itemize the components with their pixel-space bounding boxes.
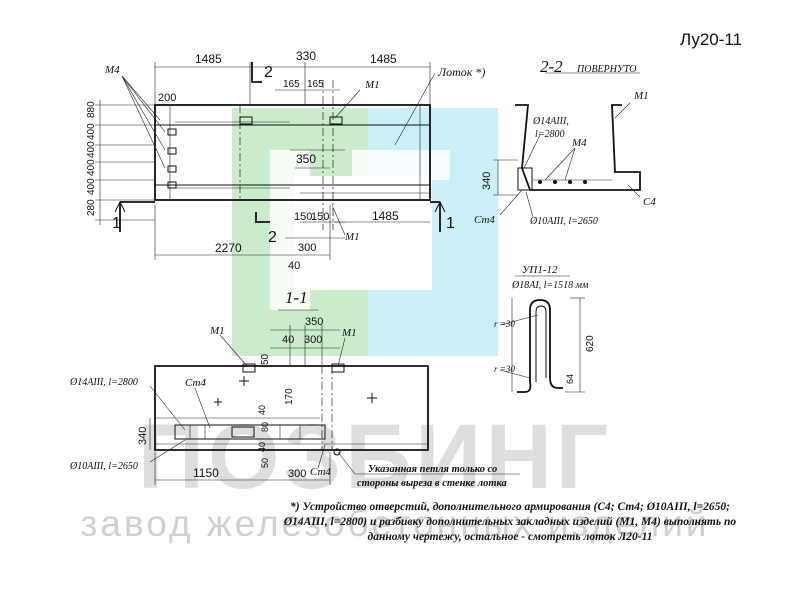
- section-2-2-bar14: Ø14АIII,: [532, 116, 569, 127]
- section-2-2-bar14-len: l=2800: [535, 129, 565, 140]
- plan-dim-350: 350: [296, 152, 316, 166]
- plan-dim-150-2: 150: [311, 211, 329, 223]
- watermark-logo: [232, 108, 498, 356]
- loop-title: УП1-12: [522, 264, 558, 276]
- section-2-2-m1: М1: [633, 90, 649, 102]
- section-1-1-dim350: 350: [305, 316, 323, 328]
- plan-dim-mid-1: 165: [283, 79, 300, 90]
- section-1-1-dim50: 50: [260, 353, 271, 365]
- section-1-1-dim40-low: 40: [257, 442, 267, 452]
- section-1-1-m1-right: М1: [341, 327, 357, 339]
- plan-dim-2270: 2270: [215, 241, 242, 255]
- section-1-1-dim1150: 1150: [193, 466, 219, 480]
- section-1-1-bar14: Ø14АIII, l=2800: [69, 377, 138, 388]
- loop-r1: r =30: [494, 319, 515, 329]
- section-2-2-m4: М4: [571, 137, 587, 149]
- svg-text:400: 400: [86, 159, 97, 176]
- section-2-2-subtitle: ПОВЕРНУТО: [576, 64, 637, 75]
- footnote-line-2: Ø14АIII, l=2800) и разбивку дополнительн…: [283, 516, 737, 528]
- loop-r2: r =30: [494, 364, 515, 374]
- loop-spec: Ø18АI, l=1518 мм: [511, 280, 589, 291]
- loop-dim64: 64: [565, 374, 575, 384]
- plan-section-mark-2-top: 2: [264, 64, 273, 81]
- plan-dim-300: 300: [298, 242, 316, 254]
- plan-dim-150-1: 150: [294, 211, 312, 223]
- section-1-1-ct4-top: Ст4: [185, 377, 206, 389]
- plan-dim-top-2: 330: [296, 49, 316, 63]
- section-1-1-dim300-bottom: 300: [288, 468, 306, 480]
- section-2-2-ct4: Ст4: [474, 214, 495, 226]
- plan-dim-top-3: 1485: [370, 52, 397, 66]
- loop-note-line-1: Указанная петля только со: [368, 464, 497, 475]
- section-2-2-bar10: Ø10АIII, l=2650: [529, 216, 598, 227]
- watermark-company: завод железобетонных изделий: [80, 503, 710, 544]
- plan-dim-top-1: 1485: [195, 52, 222, 66]
- section-2-2-c4: С4: [643, 196, 656, 208]
- footnote-line-1: *) Устройство отверстий, дополнительного…: [290, 501, 730, 513]
- loop-note-line-2: стороны выреза в стенке лотка: [357, 478, 507, 489]
- plan-m1-bottom: М1: [344, 231, 360, 243]
- section-1-1-dim40-mid: 40: [257, 405, 267, 415]
- loop-dim620: 620: [585, 335, 596, 352]
- loop-detail: [499, 275, 585, 393]
- watermark-brand: ПОЗБИНГ: [138, 406, 612, 508]
- svg-text:400: 400: [86, 123, 97, 140]
- plan-left-dims: 880 400 400 400 400 280: [86, 101, 97, 216]
- plan-m4-label: М4: [104, 64, 120, 76]
- section-1-1-title: 1-1: [285, 288, 308, 307]
- section-1-1-dim40: 40: [282, 334, 294, 346]
- plan-section-mark-1-right: 1: [446, 215, 455, 232]
- svg-text:280: 280: [86, 199, 97, 216]
- drawing-code: Лу20-11: [680, 30, 743, 49]
- section-1-1: [149, 309, 520, 485]
- plan-m1-top: М1: [364, 79, 380, 91]
- plan-tray-label: Лоток *): [437, 65, 485, 79]
- svg-text:400: 400: [86, 141, 97, 158]
- plan-section-mark-2-bottom: 2: [268, 229, 277, 246]
- section-1-1-dim80: 80: [260, 422, 270, 432]
- footnote: *) Устройство отверстий, дополнительного…: [250, 500, 770, 545]
- plan-dim-40: 40: [288, 260, 300, 272]
- footnote-line-3: данному чертежу, остальное - смотреть ло…: [367, 531, 653, 543]
- section-1-1-ct4-bottom: Ст4: [310, 466, 331, 478]
- section-1-1-dim300: 300: [304, 334, 322, 346]
- section-2-2: [493, 72, 641, 218]
- section-1-1-dim50-low: 50: [260, 458, 270, 468]
- plan-view: [95, 62, 446, 260]
- section-2-2-title: 2-2: [540, 57, 563, 76]
- section-1-1-dim340: 340: [137, 427, 149, 445]
- svg-text:400: 400: [86, 178, 97, 195]
- section-1-1-m1-left: М1: [209, 325, 225, 337]
- plan-dim-1485-right: 1485: [372, 209, 399, 223]
- plan-dim-mid-2: 165: [307, 79, 324, 90]
- plan-dim-200: 200: [158, 92, 176, 104]
- section-1-1-dim170: 170: [284, 388, 295, 405]
- section-1-1-bar10: Ø10АIII, l=2650: [69, 461, 138, 472]
- svg-text:880: 880: [86, 101, 97, 118]
- plan-section-mark-1-left: 1: [112, 215, 121, 232]
- section-2-2-dim340: 340: [481, 172, 493, 190]
